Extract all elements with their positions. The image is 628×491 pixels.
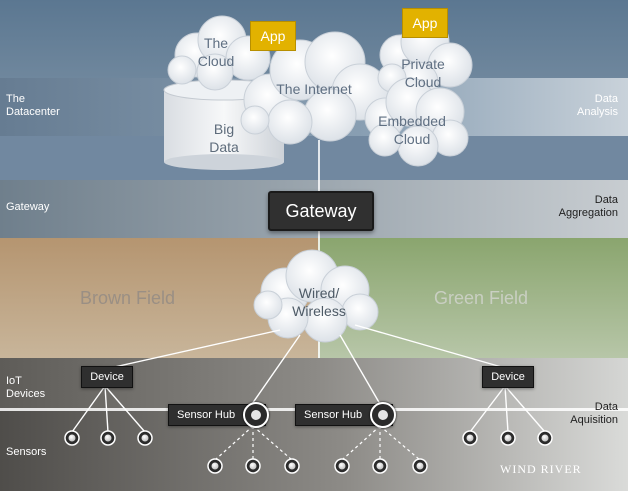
sensor-nodes	[64, 430, 553, 474]
private-cloud-label: Private Cloud	[401, 56, 445, 90]
wired-wireless-label: Wired/ Wireless	[292, 285, 346, 319]
sensor-node	[100, 430, 116, 446]
sensor-node	[207, 458, 223, 474]
label-sensors: Sensors	[6, 446, 47, 458]
backbone-line	[318, 140, 320, 358]
sensor-node	[462, 430, 478, 446]
internet-label: The Internet	[276, 81, 352, 97]
sensor-node	[372, 458, 388, 474]
sensor-node	[412, 458, 428, 474]
label-datacenter: The Datacenter	[6, 93, 60, 118]
label-data-analysis: Data Analysis	[577, 93, 618, 118]
sensor-node	[284, 458, 300, 474]
connection-lines	[71, 324, 546, 433]
the-cloud-label: The Cloud	[197, 35, 235, 69]
green-field-label: Green Field	[434, 288, 529, 308]
sensor-hub-right: Sensor Hub	[295, 404, 393, 426]
app-badge-cloud: App	[250, 21, 296, 51]
big-data-label: Big Data	[209, 121, 239, 155]
sensor-node	[245, 458, 261, 474]
sensor-hub-left-node	[243, 402, 269, 428]
sensor-node	[500, 430, 516, 446]
wind-river-logo: WIND RIVER	[500, 462, 582, 476]
sensor-hub-right-node	[370, 402, 396, 428]
wired-wireless-cloud-shape	[253, 249, 379, 343]
sensor-hub-left: Sensor Hub	[168, 404, 266, 426]
label-gateway-layer: Gateway	[6, 201, 50, 213]
sensor-node	[537, 430, 553, 446]
device-right: Device	[482, 366, 534, 388]
app-badge-private-cloud: App	[402, 8, 448, 38]
embedded-cloud-label: Embedded Cloud	[378, 113, 446, 147]
hub-sensor-lines	[214, 425, 421, 461]
device-left: Device	[81, 366, 133, 388]
sensor-node	[334, 458, 350, 474]
sensor-node	[64, 430, 80, 446]
label-iot-devices: IoT Devices	[6, 375, 46, 400]
sensor-node	[137, 430, 153, 446]
label-data-aggregation: Data Aggregation	[558, 194, 618, 219]
label-data-acquisition: Data Aquisition	[570, 401, 618, 426]
gateway-box: Gateway	[268, 191, 374, 231]
embedded-cloud-shape	[364, 77, 469, 167]
brown-field-label: Brown Field	[80, 288, 176, 308]
cloud-lower-band	[0, 136, 628, 180]
internet-cloud-shape	[240, 31, 389, 145]
